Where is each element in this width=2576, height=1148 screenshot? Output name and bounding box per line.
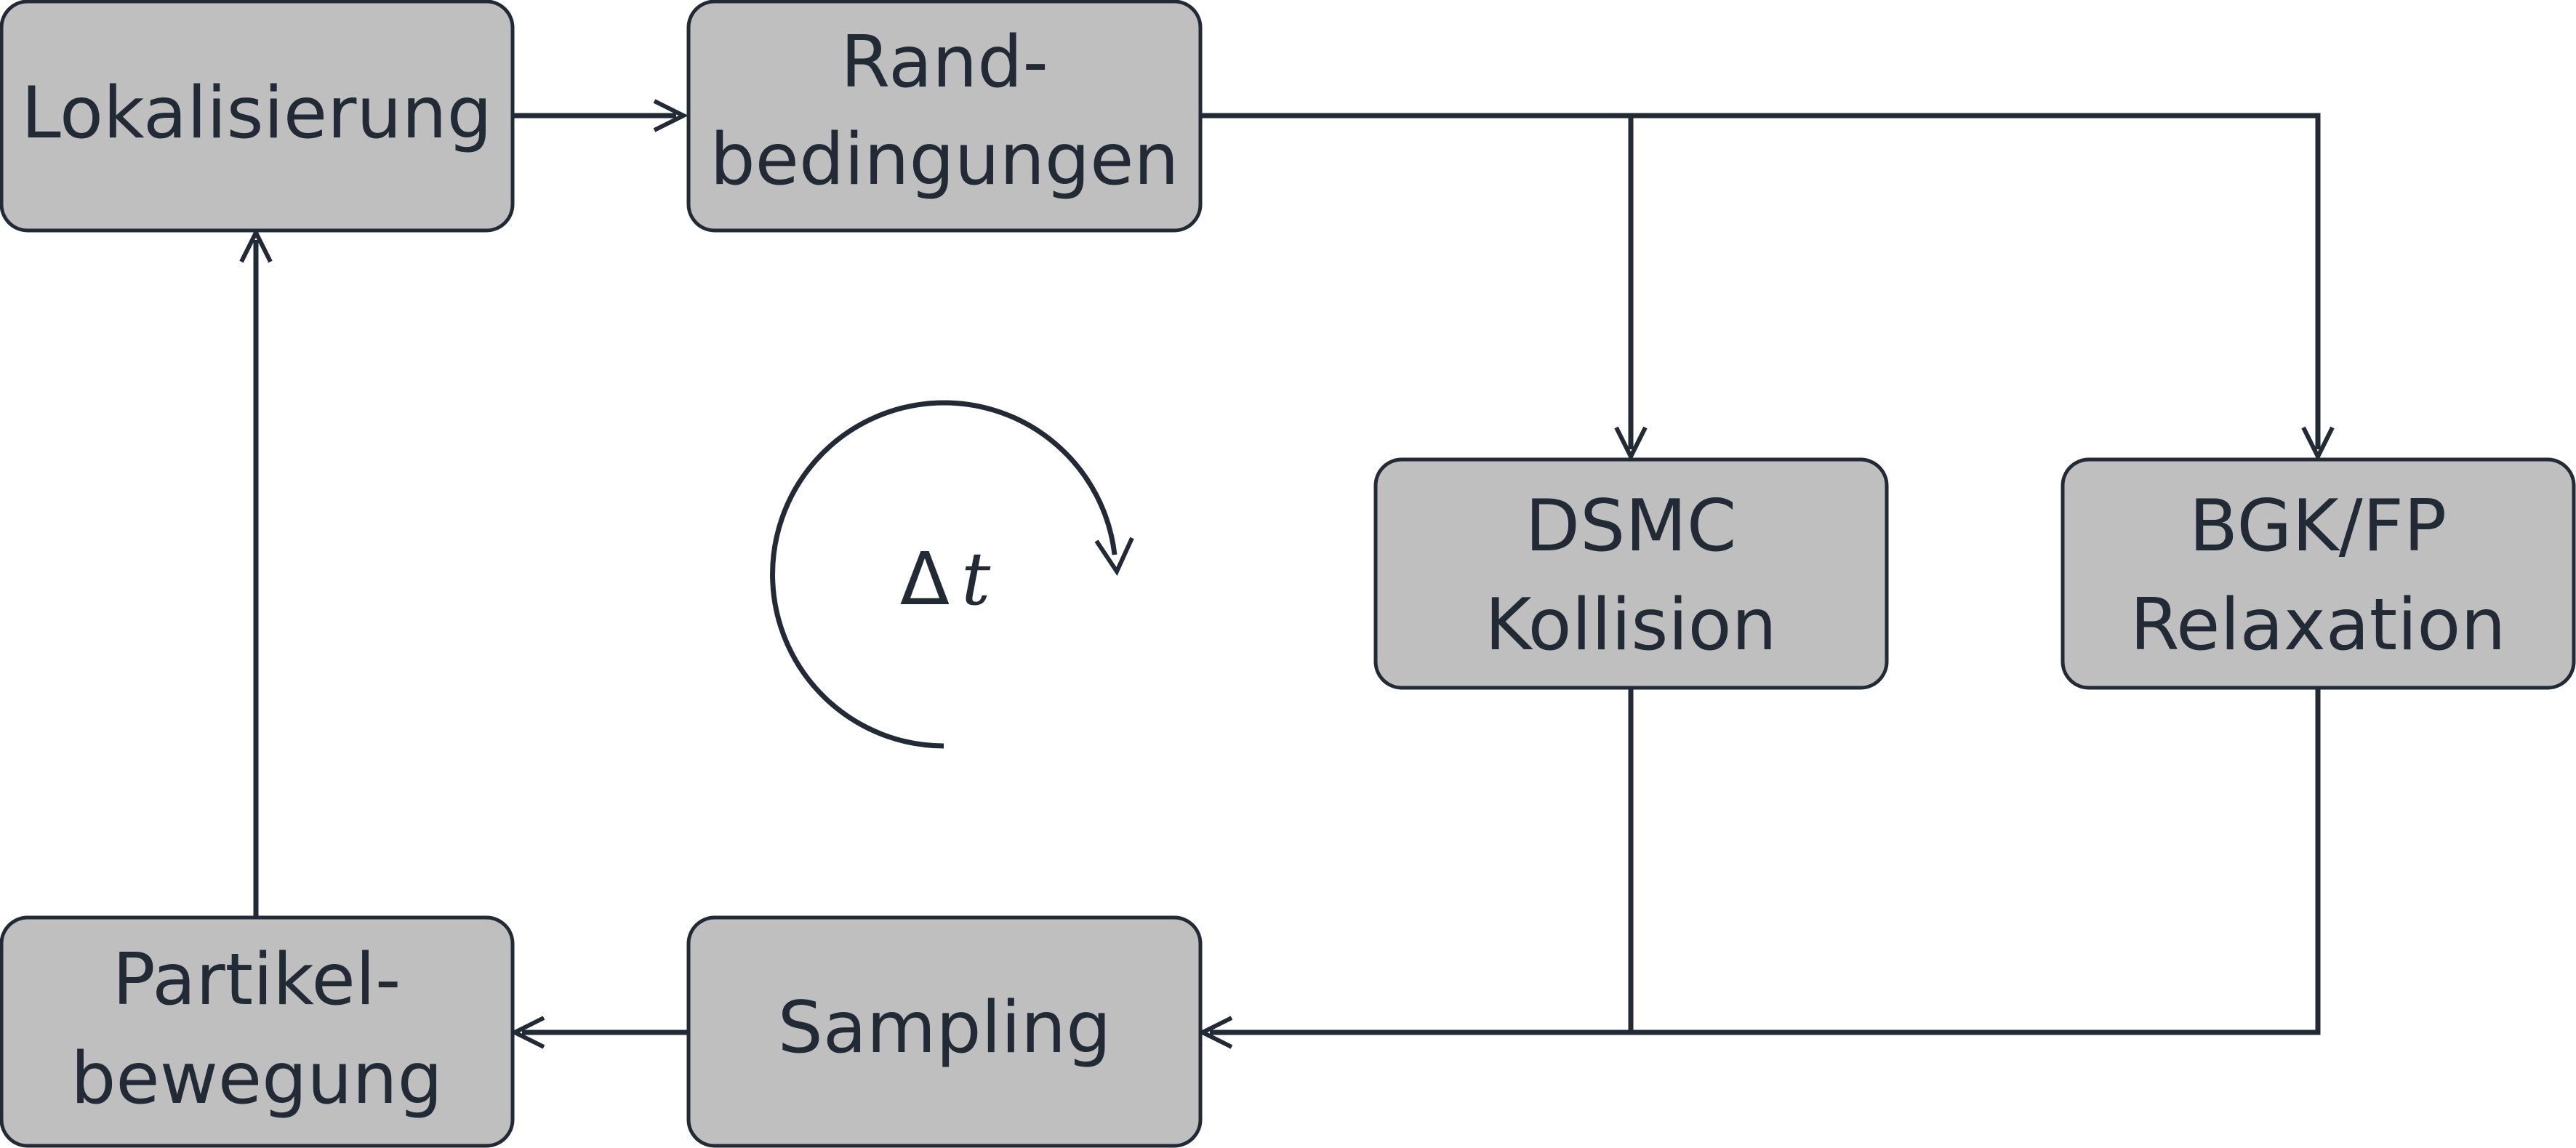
node-lokalisierung: Lokalisierung (0, 0, 515, 233)
arrowhead-bgkfp (2301, 426, 2335, 462)
node-dsmc-label-line2: Kollision (1485, 584, 1776, 667)
node-randbedingungen: Rand- bedingungen (686, 0, 1203, 233)
node-dsmc-label-line1: DSMC (1525, 485, 1737, 568)
cycle-arrowhead (1094, 537, 1134, 577)
edge-bgkfp-to-sampling (1210, 689, 2321, 1035)
arrowhead-partikelbewegung (510, 1016, 545, 1049)
node-partikelbewegung-label-line2: bewegung (71, 1037, 443, 1120)
arrowhead-randbedingungen (653, 99, 689, 132)
node-partikelbewegung-label-line1: Partikel- (113, 939, 401, 1021)
node-bgkfp-label-line2: Relaxation (2130, 584, 2505, 667)
edge-randbedingungen-to-branch (1201, 113, 2321, 449)
node-randbedingungen-label-line2: bedingungen (710, 119, 1179, 201)
node-bgkfp-label-line1: BGK/FP (2189, 485, 2447, 568)
node-lokalisierung-label: Lokalisierung (21, 72, 492, 155)
delta-symbol: Δ (900, 537, 950, 622)
node-bgkfp: BGK/FP Relaxation (2061, 457, 2576, 690)
time-variable: t (961, 537, 991, 622)
arrowhead-sampling (1197, 1016, 1233, 1049)
cycle-arrow-arc (770, 400, 1118, 749)
node-partikelbewegung: Partikel- bewegung (0, 915, 515, 1148)
node-dsmc: DSMC Kollision (1373, 457, 1889, 690)
node-sampling-label: Sampling (778, 987, 1112, 1069)
arrowhead-dsmc (1614, 426, 1648, 462)
node-randbedingungen-label-line1: Rand- (840, 21, 1048, 104)
edges (239, 99, 2335, 1049)
node-sampling: Sampling (686, 915, 1203, 1148)
arrowhead-lokalisierung (239, 228, 273, 263)
